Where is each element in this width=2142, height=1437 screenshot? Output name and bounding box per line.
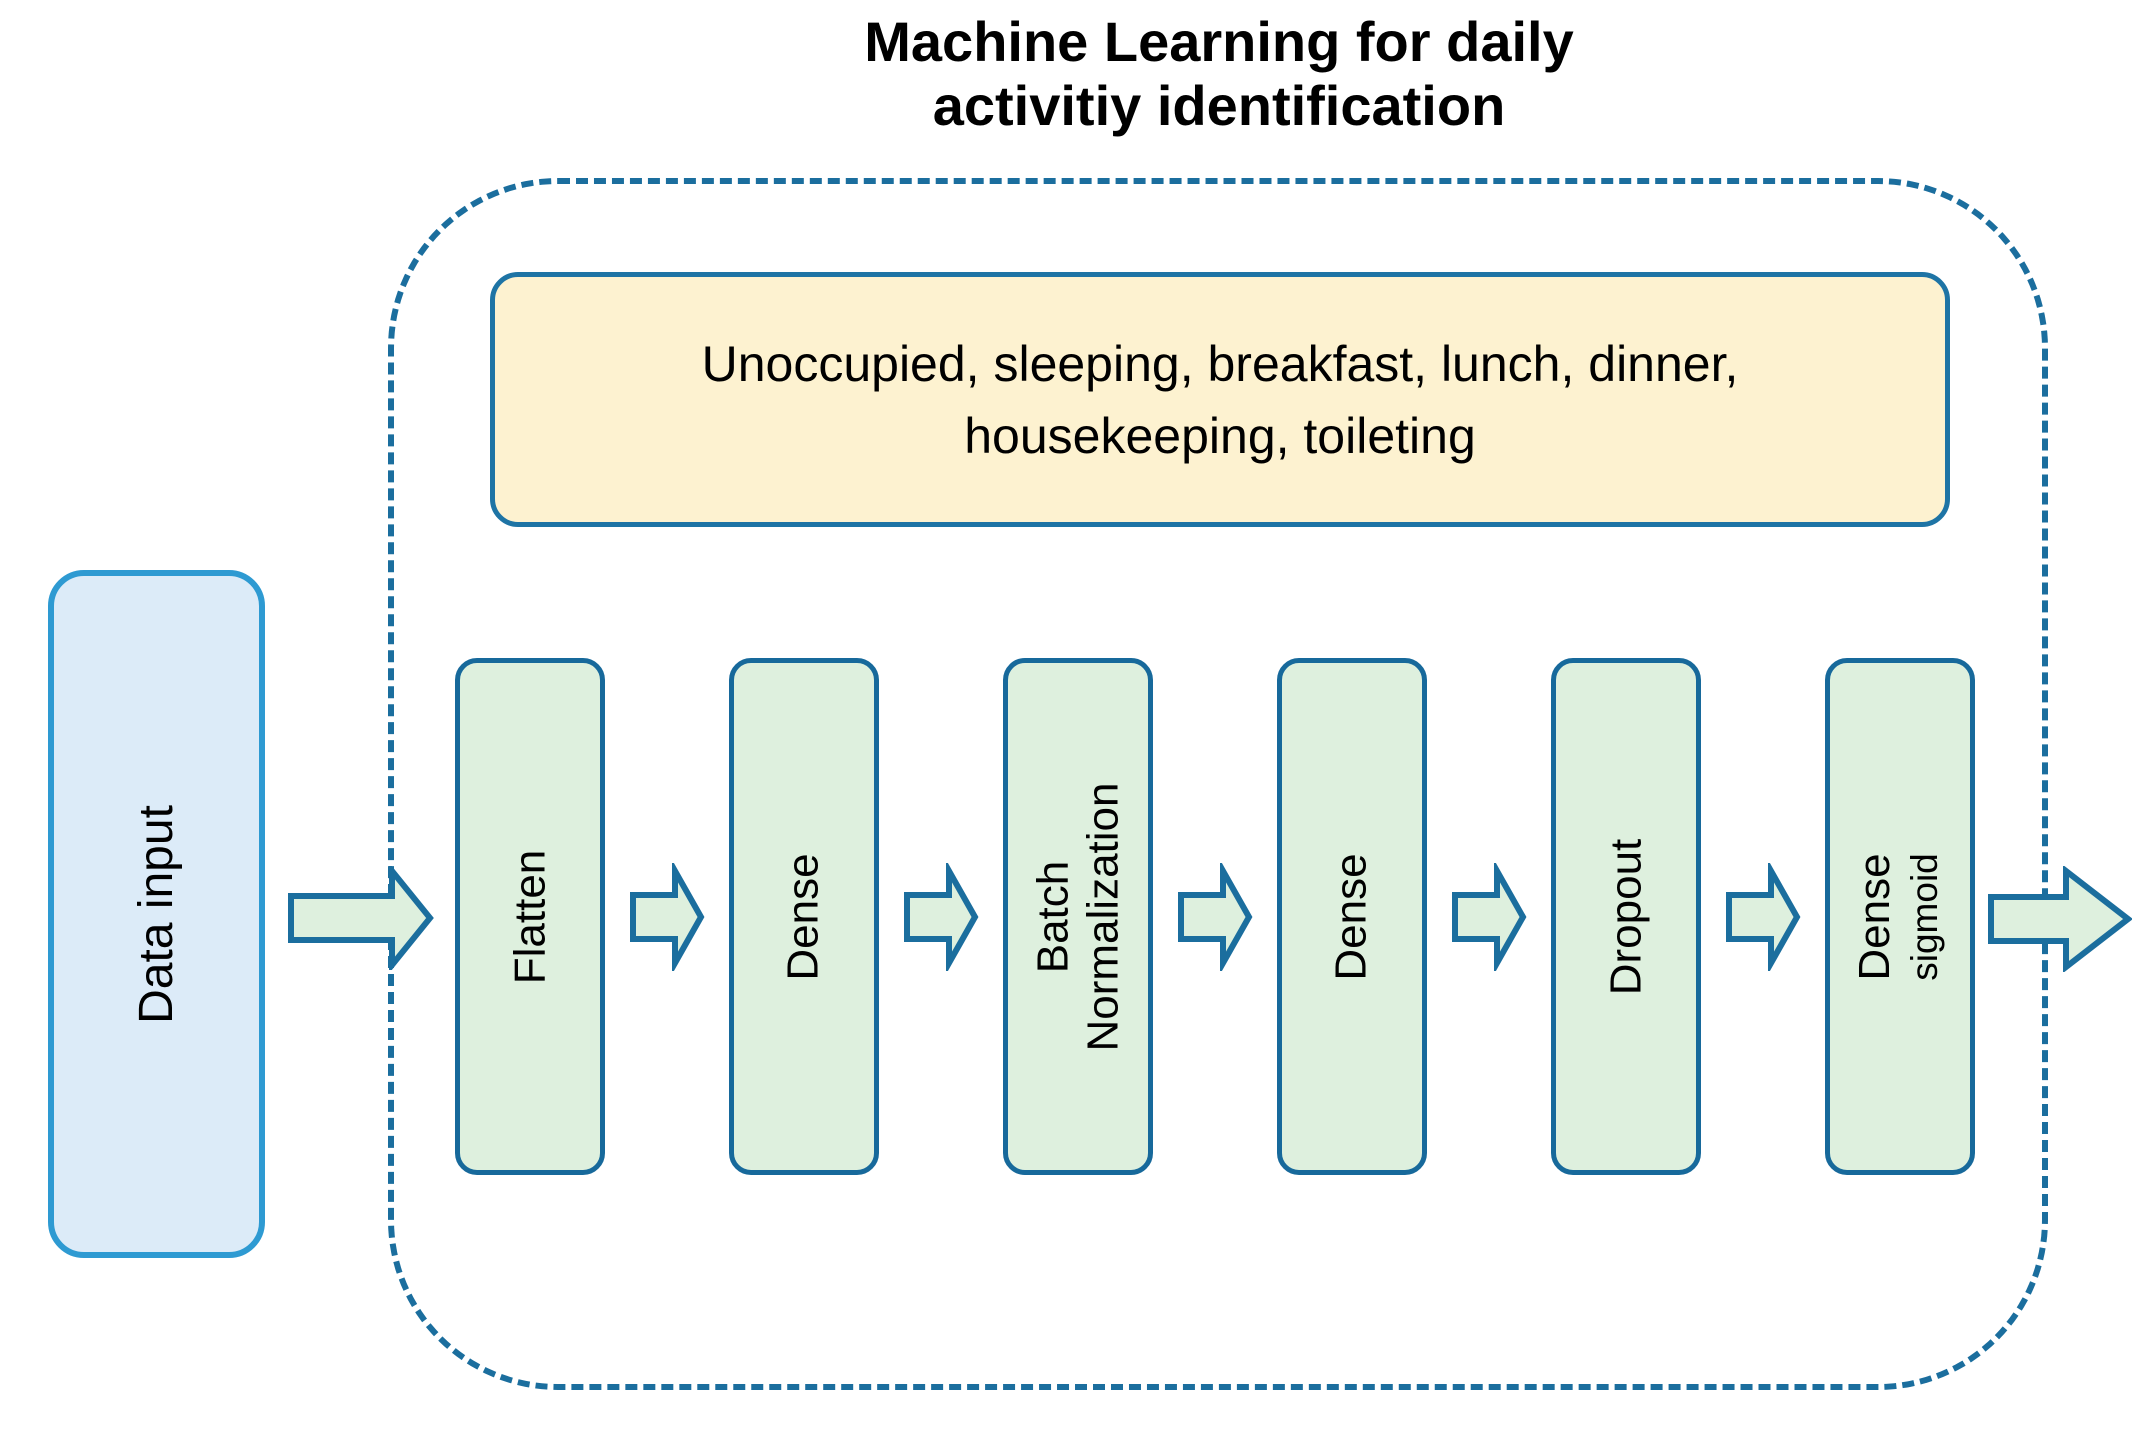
activity-classes-line2: housekeeping, toileting — [964, 407, 1476, 464]
layer-box-dense-sigmoid: Dense sigmoid — [1825, 658, 1975, 1175]
flow-arrow-icon — [1725, 863, 1801, 971]
layer-label-dense-sigmoid-line2: sigmoid — [1904, 852, 1945, 981]
data-input-box: Data input — [48, 570, 265, 1258]
flow-arrow-icon — [1177, 863, 1253, 971]
data-input-label: Data input — [130, 804, 183, 1024]
flow-arrow-icon — [903, 863, 979, 971]
input-flow-arrow-icon — [288, 866, 434, 970]
ml-model-dashed-boundary — [388, 178, 2048, 1390]
layer-label-dense-2: Dense — [1327, 852, 1376, 981]
activity-classes-line1: Unoccupied, sleeping, breakfast, lunch, … — [701, 335, 1739, 392]
flow-arrow-icon — [1451, 863, 1527, 971]
layer-label-batch-normalization-line2: Normalization — [1078, 782, 1128, 1051]
layer-label-batch-normalization-line1: Batch — [1028, 860, 1078, 973]
flow-arrow-icon — [629, 863, 705, 971]
layer-label-dense-1: Dense — [779, 852, 828, 981]
layer-label-dropout: Dropout — [1601, 838, 1651, 995]
layer-label-batch-normalization: Batch Normalization — [1028, 782, 1128, 1051]
diagram-title-line1: Machine Learning for daily — [864, 10, 1574, 73]
layer-label-dense-sigmoid-line1: Dense — [1850, 852, 1899, 981]
diagram-title: Machine Learning for daily activitiy ide… — [389, 10, 2049, 138]
activity-classes-box: Unoccupied, sleeping, breakfast, lunch, … — [490, 272, 1950, 527]
layer-label-flatten: Flatten — [504, 849, 554, 984]
layer-box-dense-2: Dense — [1277, 658, 1427, 1175]
layer-box-dropout: Dropout — [1551, 658, 1701, 1175]
diagram-title-line2: activitiy identification — [932, 74, 1506, 137]
output-flow-arrow-icon — [1988, 866, 2132, 972]
layer-label-dense-sigmoid: Dense sigmoid — [1850, 853, 1950, 981]
layer-box-dense-1: Dense — [729, 658, 879, 1175]
layer-box-batch-normalization: Batch Normalization — [1003, 658, 1153, 1175]
layer-box-flatten: Flatten — [455, 658, 605, 1175]
